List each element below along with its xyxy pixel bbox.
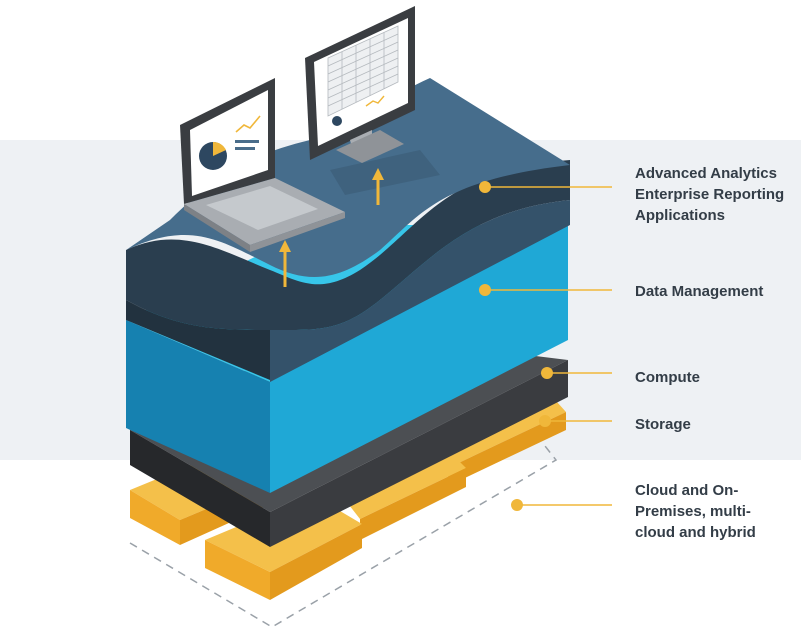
monitor-icon bbox=[305, 6, 415, 163]
callout-storage: Storage bbox=[635, 414, 691, 435]
leader-lines bbox=[485, 186, 612, 506]
laptop-icon bbox=[180, 78, 345, 252]
line-chart-icon bbox=[235, 115, 261, 150]
callout-applications: Advanced Analytics Enterprise Reporting … bbox=[635, 163, 784, 226]
callout-line: Enterprise Reporting bbox=[635, 186, 785, 203]
callout-line: Advanced Analytics bbox=[635, 165, 777, 182]
storage-brick bbox=[342, 447, 466, 540]
callout-line: Compute bbox=[635, 369, 700, 386]
footprint-outline bbox=[129, 445, 558, 628]
callout-cloud: Cloud and On- Premises, multi- cloud and… bbox=[635, 480, 756, 543]
spreadsheet-icon bbox=[327, 25, 399, 117]
up-arrow-icon bbox=[279, 240, 291, 287]
callout-dot bbox=[479, 284, 491, 296]
up-arrow-icon bbox=[372, 168, 384, 205]
callout-line: Cloud and On- bbox=[635, 482, 739, 499]
callout-dot bbox=[539, 415, 551, 427]
callout-line: Data Management bbox=[635, 283, 764, 300]
pie-chart-icon bbox=[199, 141, 227, 170]
callout-line: Applications bbox=[635, 207, 726, 224]
callout-data-management: Data Management bbox=[635, 281, 763, 302]
callout-dot bbox=[511, 499, 523, 511]
leader-dots bbox=[479, 181, 553, 511]
callout-dot bbox=[541, 367, 553, 379]
callout-compute: Compute bbox=[635, 367, 700, 388]
callout-line: Premises, multi- bbox=[635, 503, 751, 520]
callout-line: Storage bbox=[635, 416, 691, 433]
callout-dot bbox=[479, 181, 491, 193]
callout-line: cloud and hybrid bbox=[635, 524, 756, 541]
